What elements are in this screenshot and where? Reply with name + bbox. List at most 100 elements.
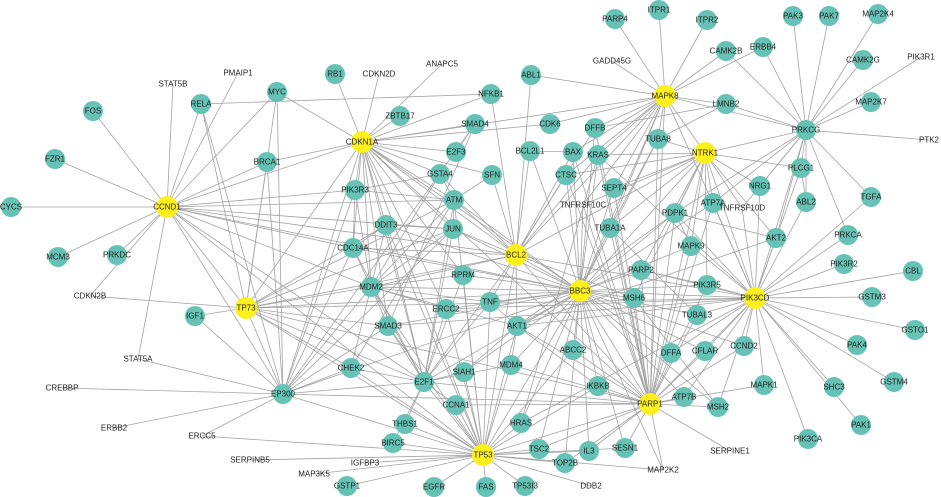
node-e2f1: E2F1: [414, 372, 434, 392]
edge-tp73-bcl2: [245, 254, 517, 309]
edge-e2f1-cdc14a: [352, 247, 425, 383]
node-label-tgfa: TGFA: [861, 193, 883, 202]
node-map2k4: MAP2K4: [862, 4, 894, 24]
node-circle-camk2g: [853, 50, 873, 70]
edge-tp53-sesn1: [482, 447, 626, 456]
node-bax: BAX: [563, 142, 583, 162]
node-circle-sept4: [604, 178, 624, 198]
edge-tp53-abcc2: [482, 349, 574, 456]
node-atp7a: ATP7A: [701, 193, 726, 213]
edge-parp2-pik3r5: [640, 269, 708, 286]
edge-ccnd1-myc: [166, 91, 278, 208]
node-label-cdk6: CDK6: [539, 120, 561, 129]
edge-bcl2-mdm2: [370, 254, 517, 288]
node-label-fos: FOS: [85, 107, 101, 116]
node-mdm4: MDM4: [499, 355, 523, 375]
node-mdm2: MDM2: [359, 277, 383, 297]
edge-cdkn1a-nfkb1: [361, 93, 492, 143]
node-label-dffb: DFFB: [585, 124, 606, 133]
edge-bbc3-cflar: [579, 290, 706, 352]
node-circle-smad4: [465, 114, 485, 134]
edge-ccnd1-cdc14a: [166, 206, 354, 249]
node-tnfrsf10d: TNFRSF10D: [719, 204, 765, 213]
node-pik3ca: PIK3CA: [794, 429, 823, 449]
node-label-tp53i3: TP53I3: [512, 482, 538, 491]
node-circle-hras: [511, 413, 531, 433]
node-lmnb2: LMNB2: [713, 94, 740, 114]
node-circle-bax: [563, 142, 583, 162]
node-label-abcc2: ABCC2: [560, 346, 587, 355]
node-circle-atp7a: [703, 193, 723, 213]
edge-akt1-ikbkb: [516, 325, 599, 387]
edge-mapk8-dffb: [594, 95, 666, 129]
edge-mdm2-jun: [370, 228, 454, 288]
edge-pik3cd-pik3ca: [754, 297, 809, 440]
node-label-top2b: TOP2B: [552, 459, 578, 468]
node-label-atm: ATM: [446, 196, 463, 205]
node-label-parp1: PARP1: [637, 400, 663, 409]
node-circle-egfr: [424, 477, 444, 497]
node-sept4: SEPT4: [601, 178, 627, 198]
edge-tp53-igfbp3: [364, 454, 484, 464]
node-prkca: PRKCA: [834, 225, 862, 245]
node-siah1: SIAH1: [452, 362, 476, 382]
node-circle-ercc2: [436, 299, 456, 319]
edge-parp1-cflar: [649, 350, 706, 405]
node-circle-fas: [476, 477, 496, 497]
node-circle-map2k4: [868, 4, 888, 24]
node-label-cdc14a: CDC14A: [337, 244, 369, 253]
edge-pik3cd-pak1: [754, 297, 862, 426]
edge-ep300-brca1: [266, 161, 284, 395]
edge-mapk8-tuba1a: [609, 95, 666, 229]
node-igfbp3: IGFBP3: [351, 459, 380, 468]
edge-cdkn1a-rb1: [334, 73, 363, 143]
node-label-pak7: PAK7: [819, 12, 839, 21]
edge-pik3cd-gstm4: [754, 297, 895, 383]
node-circle-ikbkb: [588, 376, 608, 396]
edge-pik3cd-nrg1: [754, 185, 761, 299]
node-label-plcg1: PLCG1: [788, 164, 815, 173]
edge-cdkn1a-gsta4: [361, 141, 441, 175]
edge-tp53-ep300: [282, 393, 484, 456]
hub-node-circle-parp1: [639, 393, 661, 415]
node-tnf: TNF: [480, 292, 500, 312]
edge-cdkn1a-myc: [276, 91, 363, 143]
node-circle-tuba1a: [600, 218, 620, 238]
node-label-itpr2: ITPR2: [696, 16, 719, 25]
edge-mapk8-parp4: [614, 18, 666, 97]
node-dffa: DFFA: [661, 343, 682, 363]
node-circle-pak1: [851, 415, 871, 435]
edge-bbc3-mdm2: [370, 286, 581, 292]
edge-e2f1-rprm: [423, 274, 464, 383]
hub-node-circle-ccnd1: [156, 196, 178, 218]
node-circle-fos: [83, 101, 103, 121]
edge-cdkn1a-tp73: [245, 141, 363, 309]
edge-cdkn1a-ercc2: [361, 141, 447, 310]
hub-node-circle-cdkn1a: [351, 131, 373, 153]
node-circle-gsta4: [430, 164, 450, 184]
node-label-ptk2: PTK2: [919, 136, 940, 145]
node-circle-msh6: [624, 288, 644, 308]
node-circle-gstm3: [862, 287, 882, 307]
edge-prkcg-pik3r1: [805, 56, 922, 131]
node-cycs: CYCS: [0, 197, 22, 217]
node-pak4: PAK4: [847, 335, 867, 355]
node-label-dffa: DFFA: [661, 349, 682, 358]
node-gsta4: GSTA4: [427, 164, 453, 184]
node-label-gadd45g: GADD45G: [593, 57, 631, 66]
node-circle-shc3: [824, 377, 844, 397]
node-label-sept4: SEPT4: [601, 184, 627, 193]
node-ddb2: DDB2: [580, 482, 602, 491]
node-smad3: SMAD3: [374, 316, 402, 336]
node-label-parp2: PARP2: [628, 266, 654, 275]
edge-ep300-myc: [276, 91, 284, 395]
edge-cdkn1a-rprm: [361, 141, 464, 276]
edge-tp53-ikbkb: [482, 385, 599, 456]
edge-tp53-serpinb5: [249, 454, 484, 461]
node-circle-pak4: [847, 335, 867, 355]
edge-prkcg-ptk2: [805, 129, 930, 141]
edge-mapk8-bbc3: [579, 95, 666, 292]
node-label-e2f1: E2F1: [414, 378, 434, 387]
node-label-pik3r2: PIK3R2: [830, 260, 858, 269]
edge-parp1-abcc2: [572, 349, 651, 405]
